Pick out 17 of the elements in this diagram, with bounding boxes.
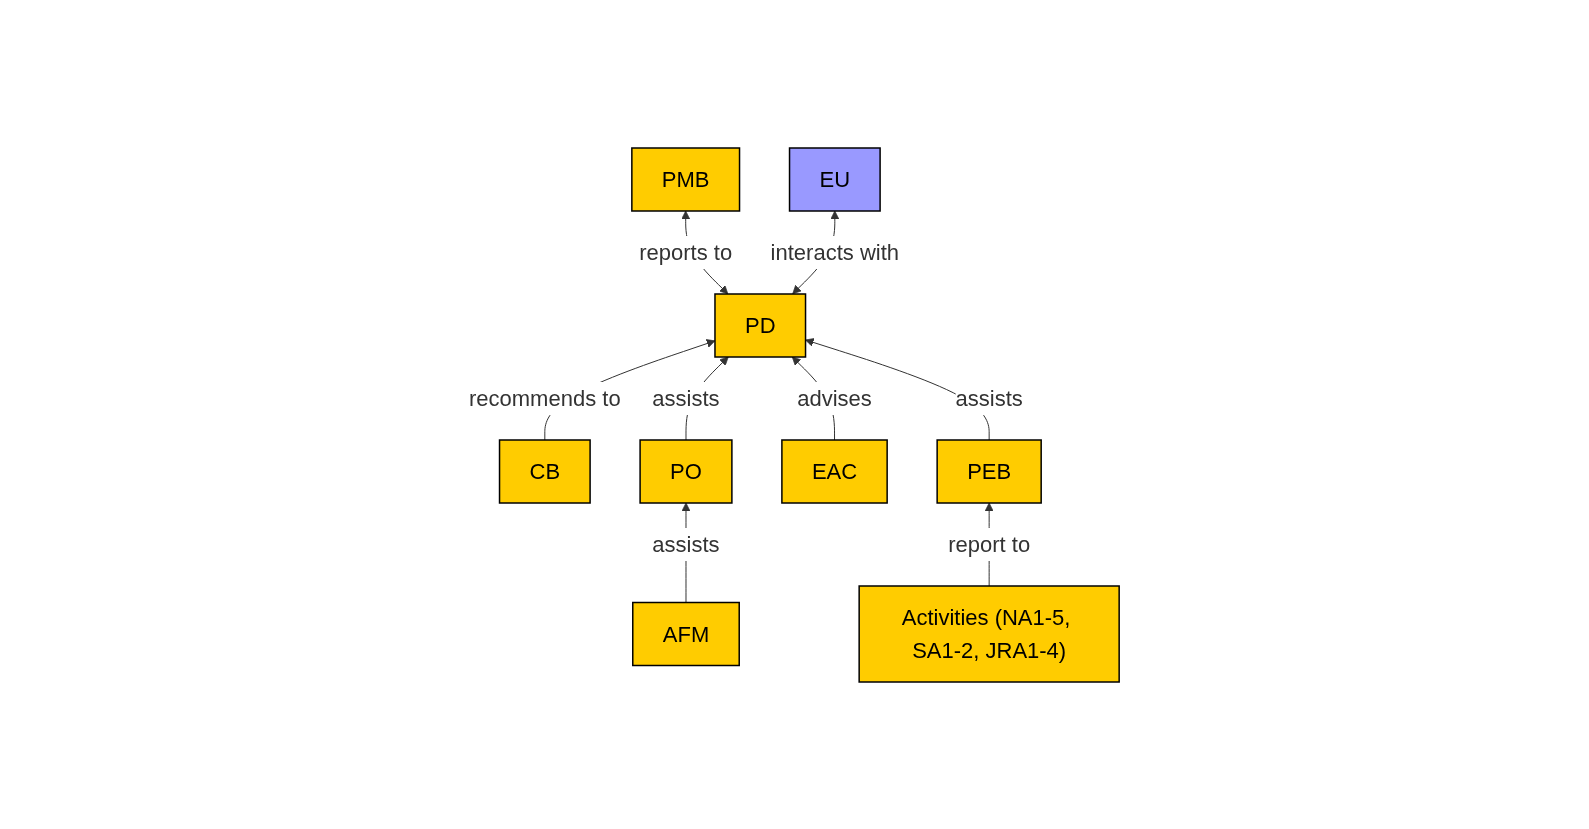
node-box: PO bbox=[639, 438, 734, 504]
edge-label: interacts with bbox=[771, 239, 900, 265]
node-box: CB bbox=[499, 438, 592, 504]
edge-label: assists bbox=[652, 385, 721, 411]
node-box: PD bbox=[714, 292, 807, 358]
edge-label: advises bbox=[797, 385, 873, 411]
edge-label: assists bbox=[955, 385, 1024, 411]
node-box: AFM bbox=[632, 601, 741, 666]
node-box: EAC bbox=[781, 438, 889, 504]
node-box: EU bbox=[789, 146, 882, 212]
edge-label: report to bbox=[948, 531, 1031, 557]
node-box: PMB bbox=[631, 146, 741, 212]
edge-label: assists bbox=[652, 531, 721, 557]
node-box: PEB bbox=[936, 438, 1043, 504]
edge-label: reports to bbox=[639, 239, 733, 265]
edge-label: recommends to bbox=[469, 385, 622, 411]
node-box: Activities (NA1-5, SA1-2, JRA1-4) bbox=[858, 584, 1121, 683]
